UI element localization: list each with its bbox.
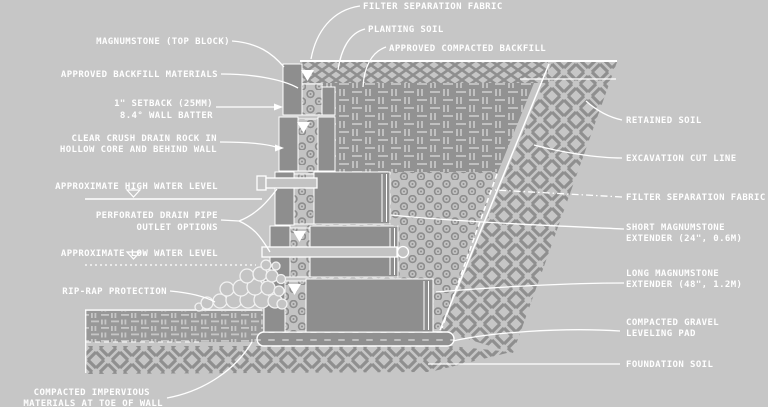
leader-planting-soil xyxy=(337,28,366,71)
leader-leveling-pad xyxy=(452,329,621,342)
leader-impervious xyxy=(166,341,253,399)
leader-filter-fabric-top xyxy=(310,5,361,60)
label-leveling-pad-line2: LEVELING PAD xyxy=(626,329,696,339)
rear-unit-course2 xyxy=(317,116,336,172)
labels-left: MAGNUMSTONE (TOP BLOCK) APPROVED BACKFIL… xyxy=(23,37,230,407)
lower-drain-pipe xyxy=(261,246,398,258)
planting-soil-layer xyxy=(300,62,548,83)
label-planting-soil: PLANTING SOIL xyxy=(368,25,444,35)
leader-filter-fabric-right xyxy=(494,189,623,198)
short-extender-block-upper xyxy=(313,171,391,225)
excavation-cut-line xyxy=(439,63,550,331)
low-water-symbol xyxy=(125,251,142,260)
leader-backfill-materials xyxy=(220,73,299,89)
label-short-extender-line2: EXTENDER (24", 0.6M) xyxy=(626,234,742,244)
label-high-water: APPROXIMATE HIGH WATER LEVEL xyxy=(55,182,218,192)
leader-retained-soil xyxy=(585,100,623,121)
labels-top: FILTER SEPARATION FABRIC PLANTING SOIL A… xyxy=(363,2,546,54)
label-setback-line2: 8.4° WALL BATTER xyxy=(120,111,213,121)
rip-rap-stones xyxy=(194,259,288,312)
core-web-marks xyxy=(288,70,314,295)
upper-drain-pipe xyxy=(265,177,318,189)
leader-compacted-backfill xyxy=(362,46,387,88)
label-low-water: APPROXIMATE LOW WATER LEVEL xyxy=(61,249,218,259)
label-excavation-cut: EXCAVATION CUT LINE xyxy=(626,154,737,164)
label-filter-fabric-top: FILTER SEPARATION FABRIC xyxy=(363,2,503,12)
label-foundation-soil: FOUNDATION SOIL xyxy=(626,360,713,370)
label-long-extender-line1: LONG MAGNUMSTONE xyxy=(626,269,719,279)
label-riprap: RIP-RAP PROTECTION xyxy=(62,287,167,297)
lower-pipe-end xyxy=(396,245,410,259)
label-compacted-backfill: APPROVED COMPACTED BACKFILL xyxy=(389,44,546,54)
retained-soil-zone xyxy=(441,62,617,353)
leader-drain-pipe-fork xyxy=(220,188,278,253)
label-drain-rock-line2: HOLLOW CORE AND BEHIND WALL xyxy=(60,145,217,155)
leader-top-block xyxy=(231,40,285,68)
compacted-backfill-zone xyxy=(322,83,534,172)
rear-unit-course1 xyxy=(321,86,336,116)
leader-long-extender xyxy=(435,282,625,293)
label-drain-pipe-line2: OUTLET OPTIONS xyxy=(137,223,218,233)
label-filter-fabric-right: FILTER SEPARATION FABRIC xyxy=(626,193,766,203)
long-extender-block xyxy=(305,278,434,333)
facing-block-course2 xyxy=(278,116,299,172)
filter-fabric-line xyxy=(441,173,498,329)
leader-short-extender xyxy=(390,214,625,230)
leader-riprap xyxy=(169,290,216,303)
drain-pipes xyxy=(256,175,410,259)
impervious-toe-layer xyxy=(85,311,263,342)
labels-right: RETAINED SOIL EXCAVATION CUT LINE FILTER… xyxy=(626,116,766,370)
leader-excavation-cut xyxy=(533,144,623,159)
label-long-extender-line2: EXTENDER (48", 1.2M) xyxy=(626,280,742,290)
leader-drain-rock xyxy=(219,141,277,148)
label-short-extender-line1: SHORT MAGNUMSTONE xyxy=(626,223,725,233)
label-drain-pipe-line1: PERFORATED DRAIN PIPE xyxy=(96,211,218,221)
facing-top-block xyxy=(282,63,303,116)
label-top-block: MAGNUMSTONE (TOP BLOCK) xyxy=(96,37,230,47)
upper-pipe-outlet-cap xyxy=(256,175,267,191)
setback-arrowhead xyxy=(274,103,283,111)
foundation-soil-zone xyxy=(85,346,511,374)
label-setback-line1: 1" SETBACK (25MM) xyxy=(114,99,213,109)
water-levels xyxy=(85,189,262,266)
label-impervious-line1: COMPACTED IMPERVIOUS xyxy=(34,388,150,398)
drain-rock-arrowhead xyxy=(275,144,284,152)
label-drain-rock-line1: CLEAR CRUSH DRAIN ROCK IN xyxy=(72,134,217,144)
hollow-core-course1 xyxy=(301,83,323,116)
label-impervious-line2: MATERIALS AT TOE OF WALL xyxy=(23,399,163,407)
boundary-lines xyxy=(85,60,617,373)
high-water-symbol xyxy=(125,189,142,198)
gravel-leveling-pad xyxy=(256,331,455,347)
label-backfill-materials: APPROVED BACKFILL MATERIALS xyxy=(61,70,218,80)
label-leveling-pad-line1: COMPACTED GRAVEL xyxy=(626,318,719,328)
leader-lines xyxy=(166,5,625,399)
label-retained-soil: RETAINED SOIL xyxy=(626,116,702,126)
